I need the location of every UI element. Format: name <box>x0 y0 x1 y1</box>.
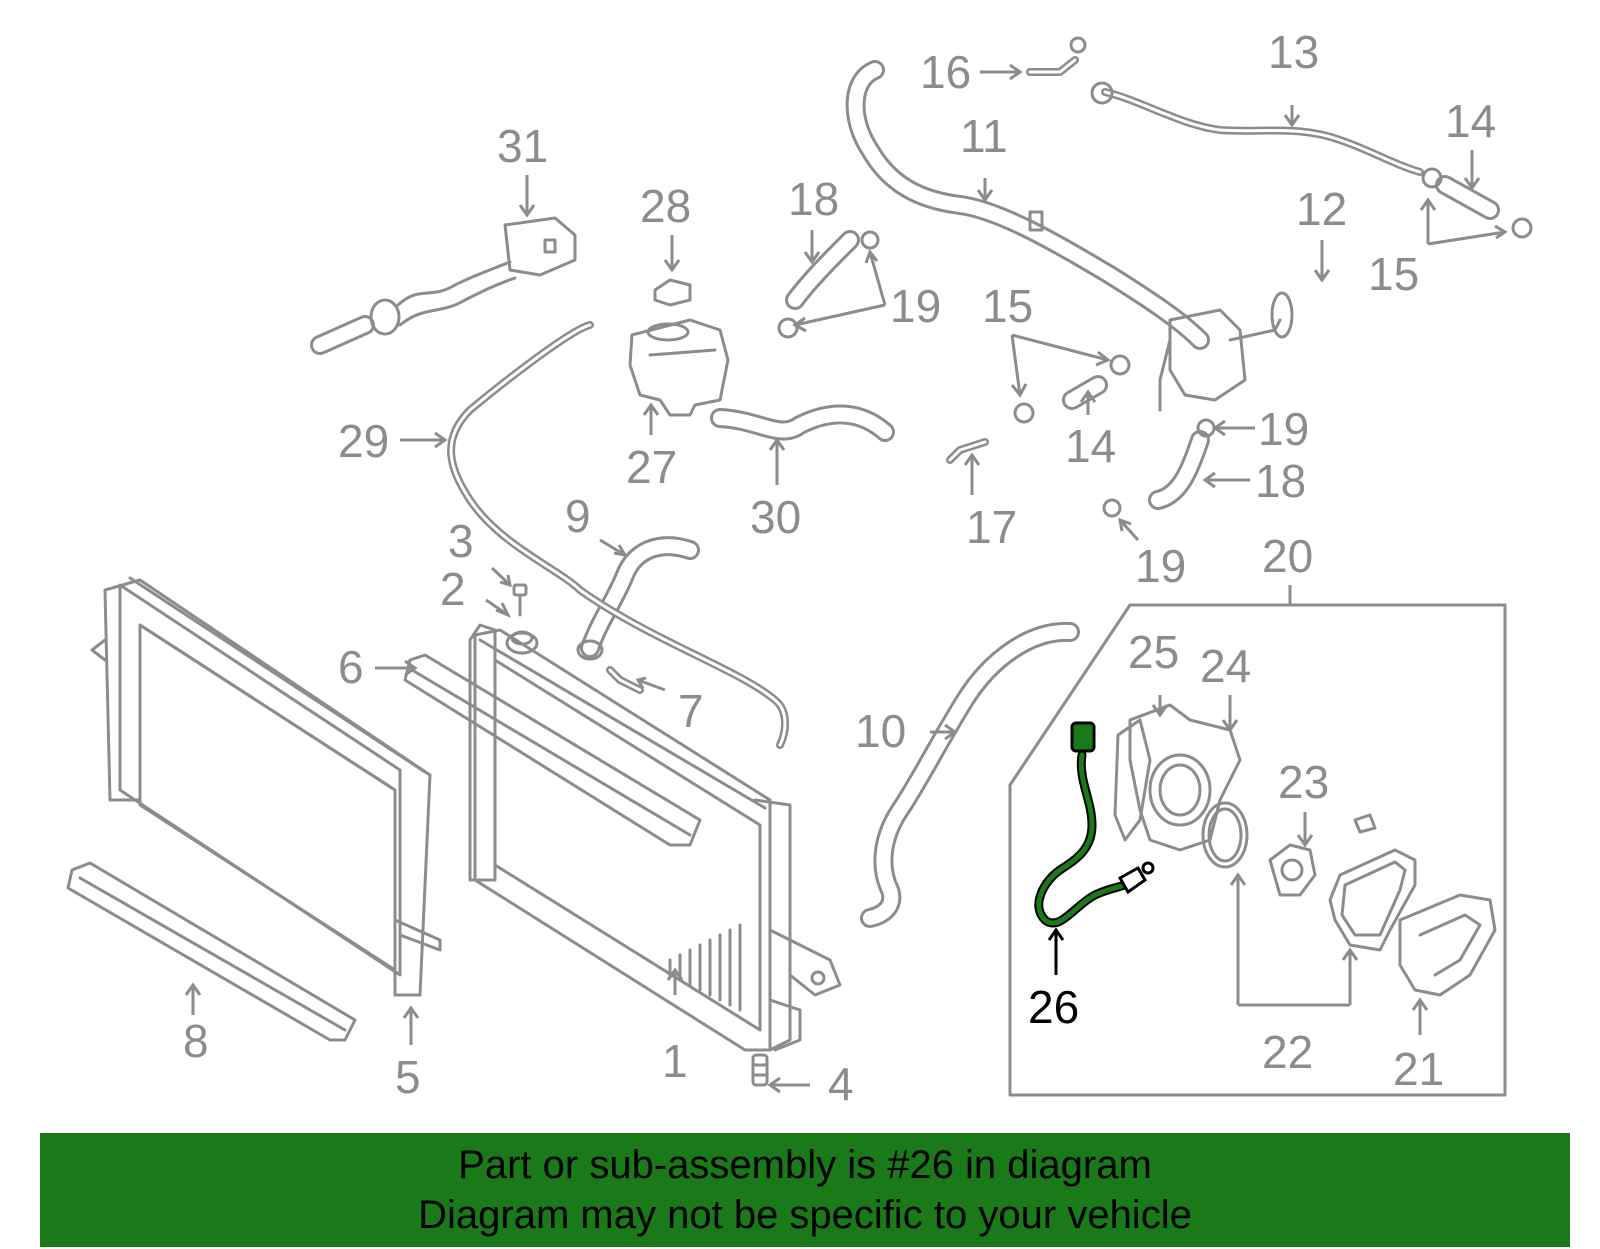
part-note-line-1: Part or sub-assembly is #26 in diagram <box>458 1143 1152 1187</box>
part-22-gasket <box>1328 848 1417 952</box>
callout-10: 10 <box>855 705 906 757</box>
part-17-hose <box>946 438 989 464</box>
callout-19-upper: 19 <box>890 280 941 332</box>
part-8-lower-trim <box>66 861 357 1042</box>
part-21-cover <box>1398 893 1497 997</box>
part-30-hose <box>710 404 895 442</box>
callout-15-mid: 15 <box>982 280 1033 332</box>
part-18-hose-upper <box>785 230 860 310</box>
callout-2: 2 <box>440 563 466 615</box>
part-4-drain-plug <box>751 1053 769 1087</box>
callout-23: 23 <box>1278 756 1329 808</box>
part-14-hose-a <box>1062 375 1108 410</box>
callout-14-mid: 14 <box>1065 420 1116 472</box>
callout-17: 17 <box>966 501 1017 553</box>
part-11-pipe <box>845 60 1294 412</box>
callout-6: 6 <box>338 641 364 693</box>
part-26-coolant-sensor-harness <box>1034 721 1155 928</box>
part-2-cap <box>505 630 539 655</box>
part-20-thermostat-assembly-box <box>1008 603 1507 1097</box>
part-1-radiator <box>468 623 842 1052</box>
part-31-sensor <box>310 216 577 355</box>
callout-4: 4 <box>828 1058 854 1110</box>
callout-15-right: 15 <box>1368 248 1419 300</box>
callout-18-lower: 18 <box>1255 455 1306 507</box>
callout-19-mid: 19 <box>1258 403 1309 455</box>
callout-22: 22 <box>1262 1026 1313 1078</box>
part-28-cap <box>653 278 692 307</box>
part-25-gasket <box>1113 718 1152 842</box>
callout-8: 8 <box>183 1015 209 1067</box>
part-14-hose-b <box>1435 175 1500 220</box>
callout-9: 9 <box>565 490 591 542</box>
callout-11: 11 <box>960 110 1008 162</box>
callout-28: 28 <box>640 180 691 232</box>
callout-27: 27 <box>626 441 677 493</box>
callout-16: 16 <box>920 46 971 98</box>
part-23-thermostat <box>1268 843 1317 897</box>
callout-5: 5 <box>395 1051 421 1103</box>
clamps <box>777 167 1533 518</box>
callout-29: 29 <box>338 415 389 467</box>
callout-18-upper: 18 <box>788 173 839 225</box>
bolt-small <box>1353 813 1377 834</box>
callout-26: 26 <box>1028 981 1079 1033</box>
part-18-hose-lower <box>1148 430 1210 510</box>
leader-arrows <box>184 63 1508 1094</box>
part-9-hose <box>576 536 700 661</box>
radiator-fins <box>668 923 742 1012</box>
callout-7: 7 <box>678 685 704 737</box>
part-24-housing <box>1128 703 1242 852</box>
callout-labels: 1 2 3 4 5 6 7 8 9 10 11 12 13 14 14 15 1… <box>183 26 1496 1110</box>
callout-31: 31 <box>497 120 548 172</box>
callout-19-lower: 19 <box>1135 540 1186 592</box>
callout-12: 12 <box>1296 183 1347 235</box>
callout-13: 13 <box>1268 26 1319 78</box>
callout-30: 30 <box>750 491 801 543</box>
part-3-bolt <box>512 583 528 617</box>
part-10-hose <box>860 621 1080 928</box>
part-16-pipe <box>1026 36 1087 76</box>
callout-14-right: 14 <box>1445 95 1496 147</box>
part-29-hose <box>447 321 789 749</box>
part-note-line-2: Diagram may not be specific to your vehi… <box>418 1193 1192 1237</box>
callout-21: 21 <box>1393 1043 1444 1095</box>
callout-25: 25 <box>1128 626 1179 678</box>
part-note-banner: Part or sub-assembly is #26 in diagram D… <box>40 1133 1570 1247</box>
part-27-expansion-tank <box>628 318 730 417</box>
callout-3: 3 <box>448 515 474 567</box>
callout-24: 24 <box>1200 640 1251 692</box>
part-13-pipe <box>1090 81 1424 176</box>
part-5-radiator-support <box>90 576 442 997</box>
part-22-o-ring <box>1201 801 1249 869</box>
part-7-hose <box>606 666 644 694</box>
callout-1: 1 <box>662 1035 688 1087</box>
part-6-upper-bracket <box>403 653 702 847</box>
callout-20: 20 <box>1262 530 1313 582</box>
